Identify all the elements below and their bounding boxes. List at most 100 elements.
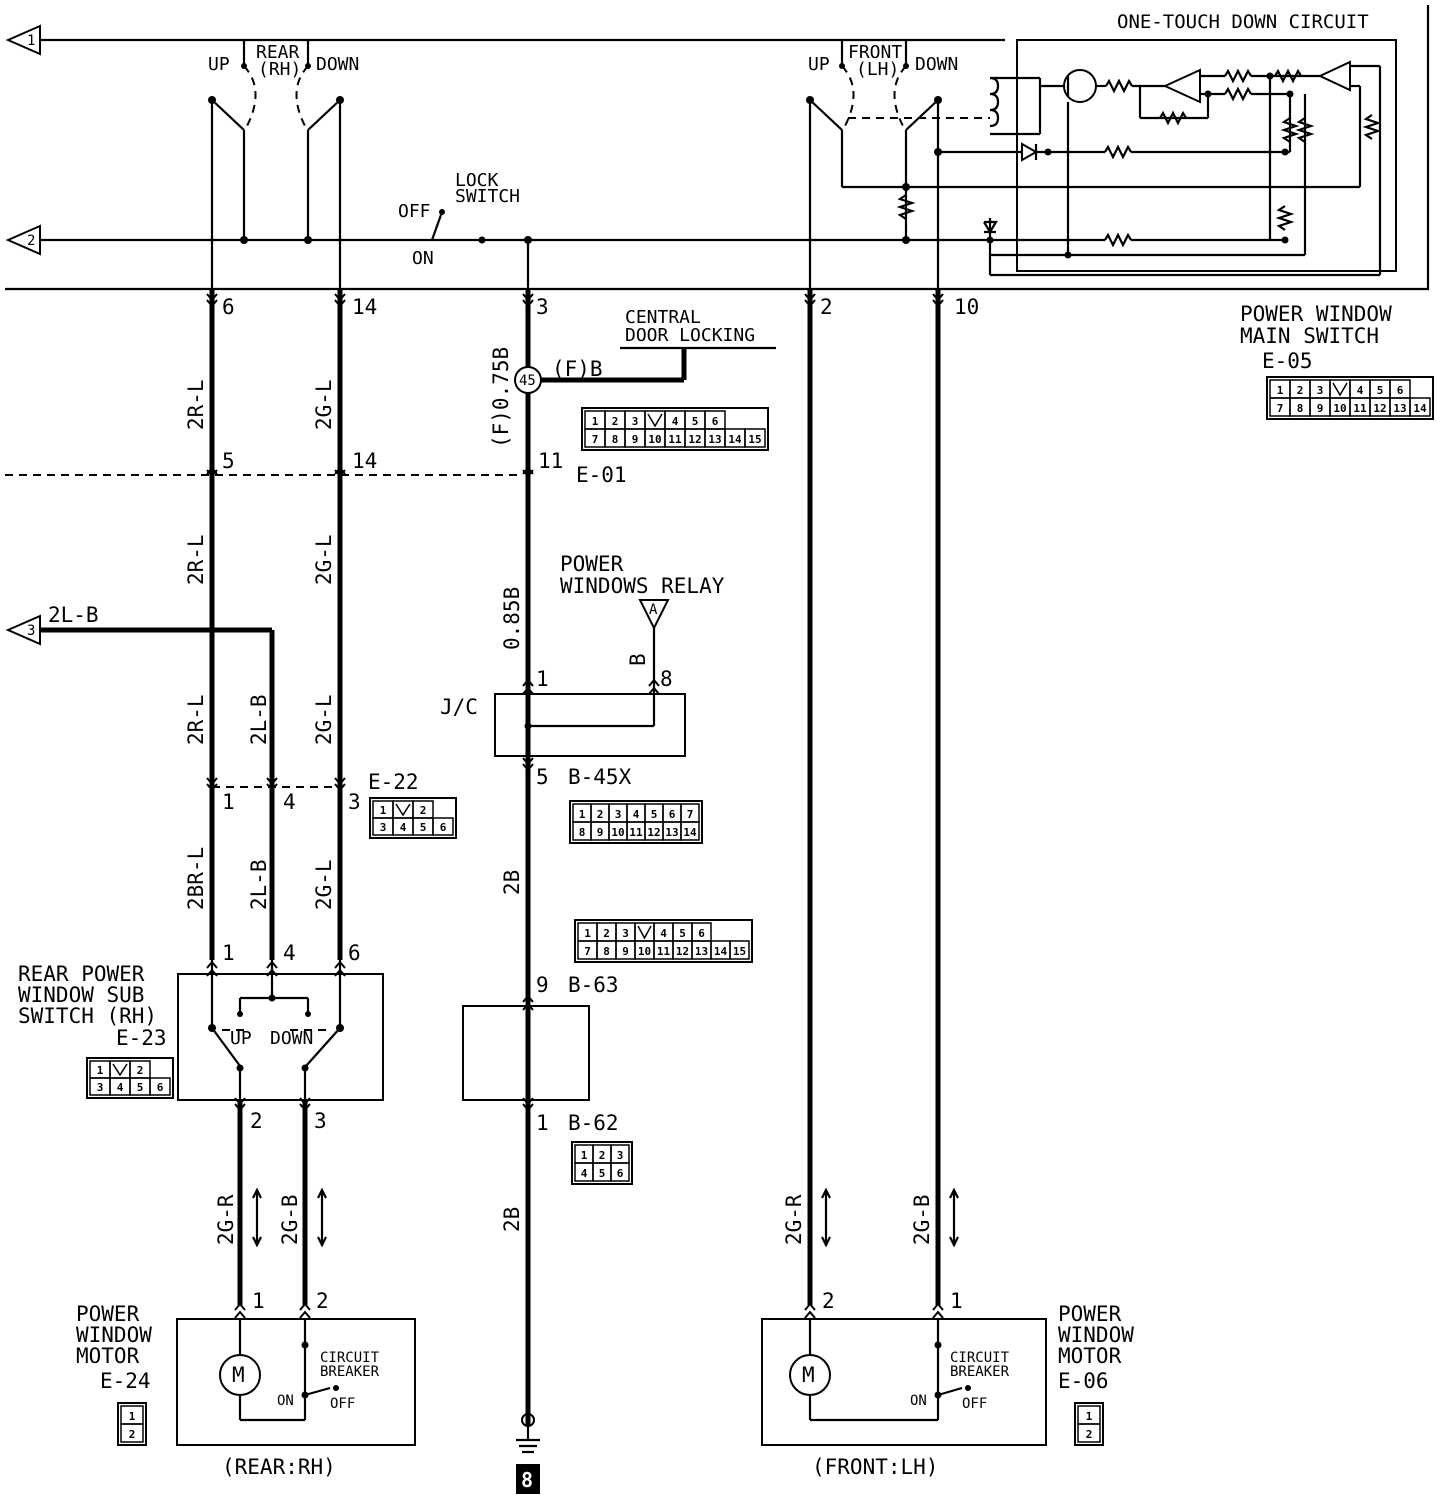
svg-text:(F)B: (F)B (552, 357, 603, 381)
connector-pin-label: 4 (400, 821, 407, 834)
svg-text:E-23: E-23 (116, 1026, 167, 1050)
terminal-chevron (648, 686, 660, 695)
svg-text:1: 1 (222, 941, 235, 965)
direction-arrows-rear (252, 1187, 327, 1248)
connector-pin-label: 10 (638, 945, 651, 958)
svg-text:2: 2 (250, 1109, 263, 1133)
terminal-chevron (234, 1302, 246, 1311)
wire-2lb-feed: 2L-B (40, 603, 275, 960)
terminal-chevron (804, 299, 816, 308)
connector-pin-label: 10 (611, 826, 624, 839)
wire-label: (F)0.75B (489, 347, 513, 448)
svg-text:WINDOW: WINDOW (1058, 1323, 1134, 1347)
terminal-chevron (334, 960, 346, 969)
svg-text:45: 45 (519, 373, 536, 389)
svg-text:DOWN: DOWN (270, 1028, 313, 1049)
motor-icon: M (232, 1363, 245, 1387)
connector-pin-label: 7 (592, 433, 599, 446)
connector-pin-label: 6 (617, 1167, 624, 1180)
connector-pin-label: 12 (688, 433, 701, 446)
connector-pin-label: 13 (665, 826, 678, 839)
terminal-chevron (334, 777, 346, 786)
connector-pin (432, 817, 454, 836)
connector-pin-label: 1 (584, 927, 591, 940)
terminal-chevron (206, 777, 218, 786)
wire-label: 2BR-L (184, 847, 208, 910)
connector-key (637, 925, 652, 940)
connector-pin-label: 15 (733, 945, 746, 958)
svg-text:WINDOWS RELAY: WINDOWS RELAY (560, 574, 725, 598)
connector-pin-label: 6 (157, 1081, 164, 1094)
connector-b62-label: B-62 (568, 1111, 619, 1135)
terminal-chevron (299, 1302, 311, 1311)
terminal-1b: 1 (536, 1111, 549, 1135)
svg-text:1: 1 (27, 33, 35, 49)
svg-text:1: 1 (950, 1289, 963, 1313)
power-windows-relay: POWER WINDOWS RELAY A (560, 552, 725, 694)
svg-text:UP: UP (230, 1028, 252, 1049)
connector-pin-label: 3 (1317, 384, 1324, 397)
connector-pin-label: 4 (660, 927, 667, 940)
svg-text:LOCK: LOCK (455, 170, 499, 191)
terminal-14: 14 (352, 295, 377, 319)
wire-label: 2B (500, 870, 524, 895)
terminal: 4 (283, 790, 296, 814)
connector-pin-label: 13 (695, 945, 708, 958)
svg-text:DOWN: DOWN (316, 54, 359, 75)
wire-label: 2G-L (312, 694, 336, 745)
terminal-chevron (334, 299, 346, 308)
svg-text:E-06: E-06 (1058, 1369, 1109, 1393)
terminal-chevron (522, 757, 534, 766)
svg-text:POWER: POWER (76, 1302, 140, 1326)
connector-pin-label: 6 (669, 808, 676, 821)
rear-rh-switch: UP REAR (RH) DOWN (208, 40, 359, 289)
connector-pin-label: 2 (137, 1064, 144, 1077)
connector-pin (1077, 1423, 1101, 1443)
terminal: 1 (222, 790, 235, 814)
terminal-chevron (234, 1097, 246, 1106)
wire-label: 2R-L (184, 379, 208, 430)
svg-text:DOOR LOCKING: DOOR LOCKING (625, 325, 755, 346)
connector-pin-label: 3 (632, 415, 639, 428)
connector-pin-label: 4 (633, 808, 640, 821)
terminal-chevron (932, 1302, 944, 1311)
connector-pin-label: 11 (629, 826, 643, 839)
wire-label: 2G-R (782, 1194, 806, 1245)
connector-pin-label: 5 (420, 821, 427, 834)
svg-text:E-05: E-05 (1262, 349, 1313, 373)
svg-text:J/C: J/C (440, 695, 478, 719)
connector-pin-label: 2 (597, 808, 604, 821)
svg-text:A: A (649, 602, 658, 618)
connector-pin-label: 15 (748, 433, 761, 446)
terminal-10: 10 (954, 295, 979, 319)
connector-key (647, 413, 663, 428)
connector-pin-label: 6 (712, 415, 719, 428)
svg-text:1: 1 (536, 667, 549, 691)
svg-text:5: 5 (536, 765, 549, 789)
connector-pin-label: 5 (1377, 384, 1384, 397)
svg-text:4: 4 (283, 941, 296, 965)
terminal-chevron (334, 968, 346, 977)
connector-pin-label: 4 (1357, 384, 1364, 397)
svg-text:ON: ON (277, 1393, 294, 1409)
connector-pin (149, 1077, 171, 1096)
offpage-arrow-1: 1 (5, 24, 41, 56)
connector-pin-label: 13 (1393, 402, 1406, 415)
connector-pin-label: 2 (129, 1428, 136, 1441)
connector-pin-label: 6 (1397, 384, 1404, 397)
terminal-chevron (299, 1310, 311, 1319)
direction-arrows-front (821, 1187, 959, 1248)
svg-text:REAR: REAR (256, 42, 300, 63)
lock-switch: LOCK SWITCH OFF ON (398, 170, 532, 289)
svg-text:CENTRAL: CENTRAL (625, 307, 701, 328)
svg-text:E-24: E-24 (100, 1369, 151, 1393)
svg-text:REAR POWER: REAR POWER (18, 962, 145, 986)
connector-pin-label: 9 (597, 826, 604, 839)
main-switch-frame (5, 5, 1430, 291)
terminal-chevron (804, 293, 816, 302)
terminal-chevron (206, 783, 218, 792)
connector-pin-label: 2 (612, 415, 619, 428)
